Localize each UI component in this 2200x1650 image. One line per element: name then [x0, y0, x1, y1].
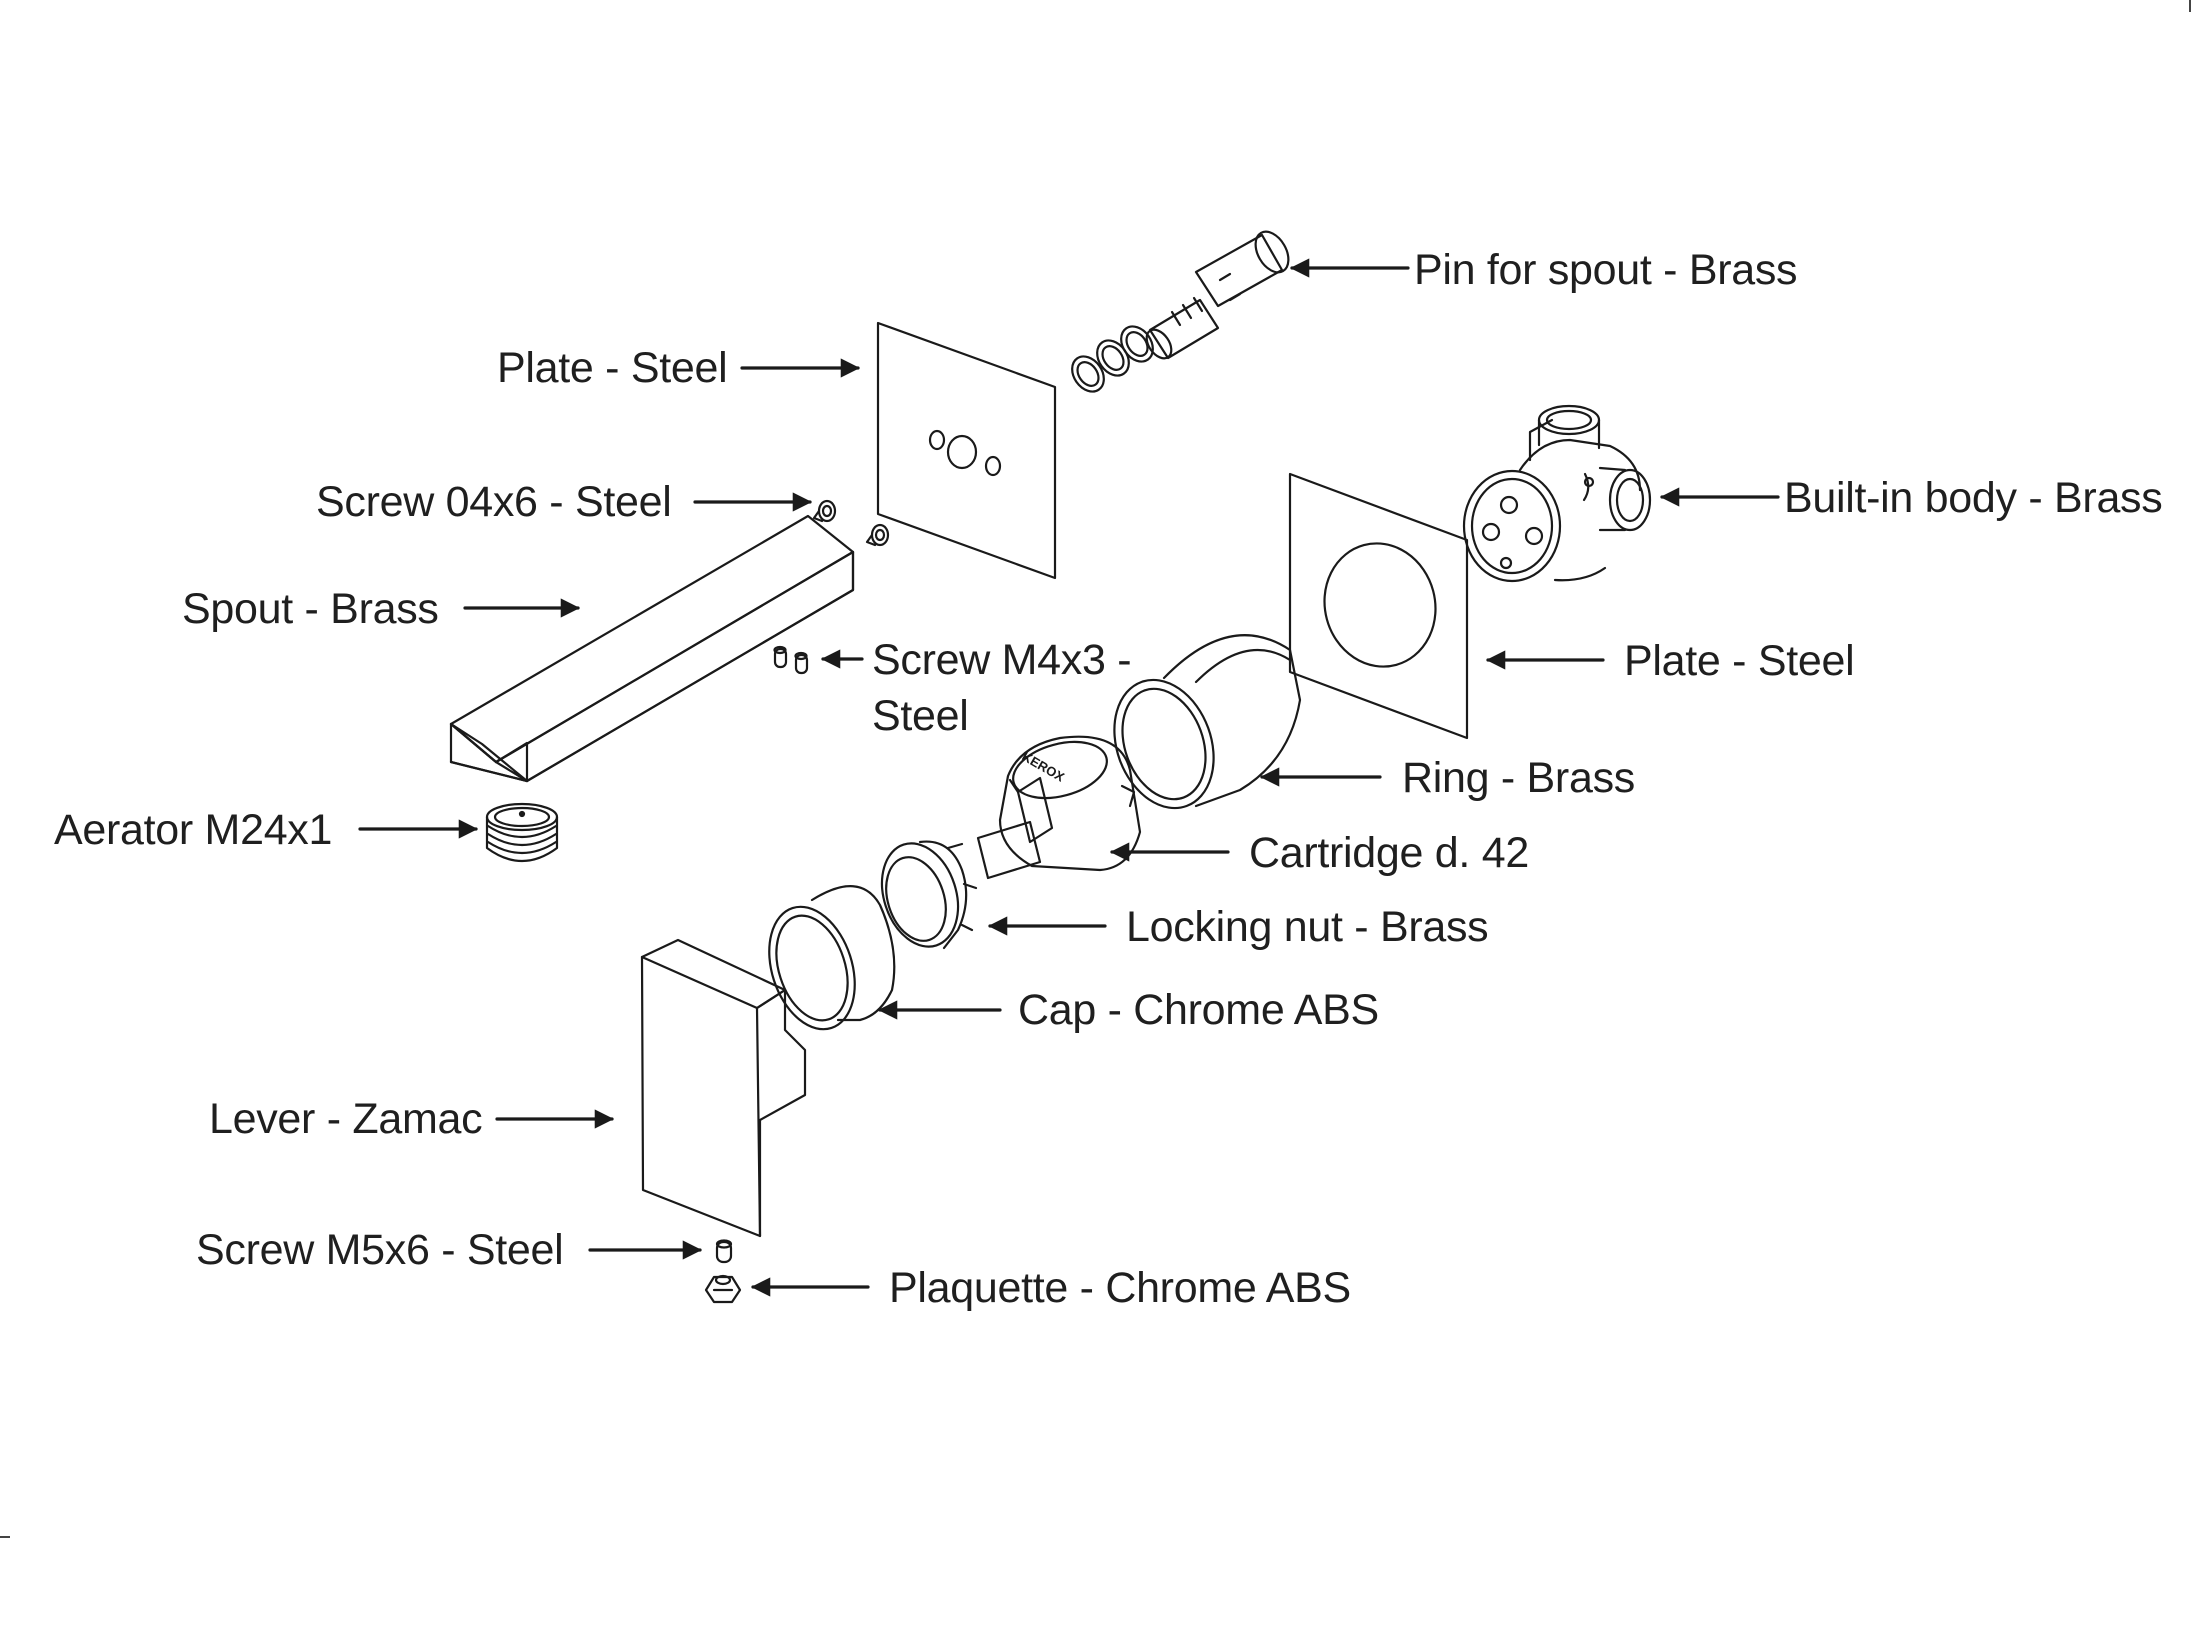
spout-part — [451, 516, 853, 781]
label-plaquette: Plaquette - Chrome ABS — [889, 1264, 1351, 1312]
leader-arrows — [358, 258, 1780, 1297]
cap-part — [754, 886, 894, 1040]
label-pin-for-spout: Pin for spout - Brass — [1414, 246, 1798, 294]
label-screw-m5x6: Screw M5x6 - Steel — [196, 1226, 564, 1274]
label-screw-04x6: Screw 04x6 - Steel — [316, 478, 672, 526]
screw-04x6-part — [814, 501, 888, 545]
label-cartridge: Cartridge d. 42 — [1249, 829, 1529, 877]
label-locking-nut: Locking nut - Brass — [1126, 903, 1489, 951]
label-cap: Cap - Chrome ABS — [1018, 986, 1379, 1034]
cartridge-part — [978, 732, 1140, 878]
pin-for-spout-part — [1066, 226, 1295, 398]
label-plate-top: Plate - Steel — [497, 344, 728, 392]
lever-part — [642, 940, 805, 1236]
label-screw-m4x3: Screw M4x3 - Steel — [872, 636, 1132, 740]
label-lever: Lever - Zamac — [209, 1095, 483, 1143]
label-spout: Spout - Brass — [182, 585, 439, 633]
screw-m5x6-part — [717, 1241, 731, 1263]
corner-tick-top-right — [2189, 0, 2191, 12]
built-in-body-part — [1464, 406, 1650, 581]
cartridge-brand-mark: KEROX — [1019, 749, 1067, 785]
label-ring: Ring - Brass — [1402, 754, 1635, 802]
label-built-in-body: Built-in body - Brass — [1784, 474, 2163, 522]
locking-nut-part — [869, 833, 976, 956]
label-plate-right: Plate - Steel — [1624, 637, 1855, 685]
aerator-part — [487, 804, 557, 861]
plaquette-part — [706, 1276, 740, 1302]
label-aerator: Aerator M24x1 — [54, 806, 333, 854]
plate-top-part — [878, 323, 1055, 578]
screw-m4x3-part — [775, 647, 808, 673]
plate-right-part — [1290, 474, 1467, 738]
corner-tick-bottom-left — [0, 1536, 10, 1538]
